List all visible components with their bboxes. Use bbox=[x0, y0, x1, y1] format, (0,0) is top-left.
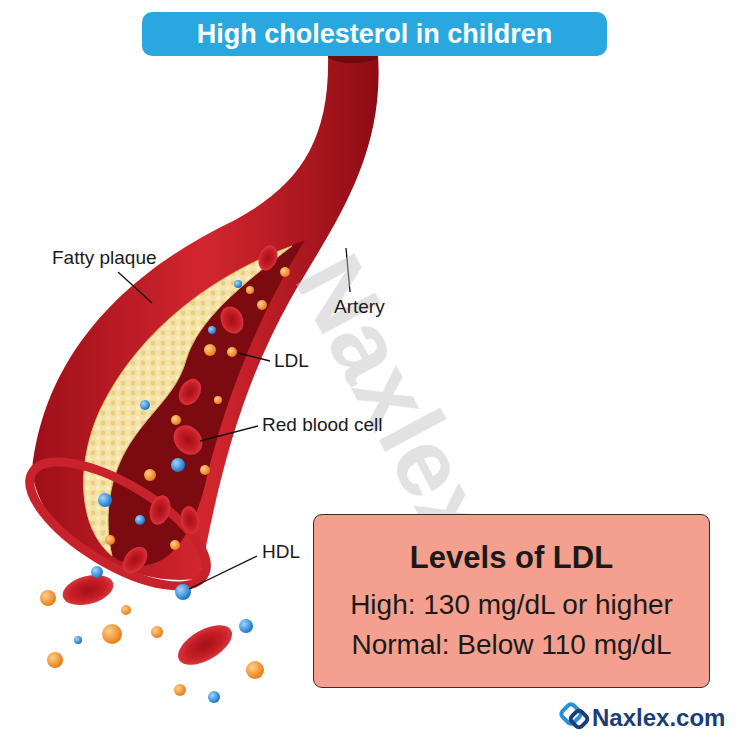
part-label: Artery bbox=[334, 296, 385, 318]
title-banner: High cholesterol in children bbox=[142, 12, 607, 56]
info-box: Levels of LDL High: 130 mg/dL or higherNo… bbox=[313, 514, 710, 688]
brand-name: Naxlex.com bbox=[592, 704, 725, 732]
part-label: Red blood cell bbox=[262, 414, 382, 436]
title-text: High cholesterol in children bbox=[197, 19, 553, 49]
box-text: Normal: Below 110 mg/dL bbox=[351, 625, 671, 665]
box-text: High: 130 mg/dL or higher bbox=[350, 585, 673, 625]
part-label: Fatty plaque bbox=[52, 247, 157, 269]
box-heading: Levels of LDL bbox=[410, 537, 613, 579]
part-label: LDL bbox=[274, 350, 309, 372]
part-label: HDL bbox=[262, 541, 300, 563]
